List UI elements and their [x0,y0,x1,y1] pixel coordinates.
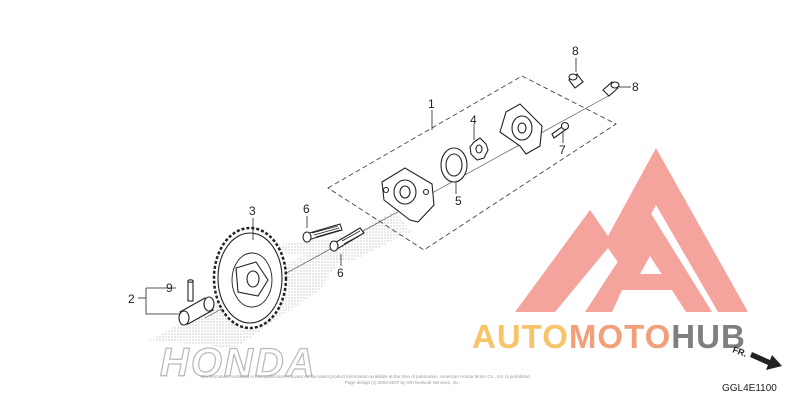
pump-cover [499,103,543,155]
callout-6-upper: 6 [303,202,310,216]
sleeve-lower [602,81,620,97]
brand-wordmark: AUTOMOTOHUB [472,318,746,355]
copyright-line-1: All information contained in this public… [200,374,530,379]
brand-moto: MOTO [569,318,671,355]
inner-rotor [469,137,489,161]
callout-1: 1 [428,97,435,111]
bolt-lower [329,227,365,252]
callout-5: 5 [455,194,462,208]
pump-body [381,167,435,223]
callout-4: 4 [470,113,477,127]
callout-labels: 1 2 3 4 5 6 6 7 8 8 9 [128,44,639,306]
collar [178,296,215,326]
brand-hub: HUB [671,318,746,355]
driven-gear [212,226,288,330]
front-direction-indicator: FR. [731,344,782,370]
callout-7: 7 [559,143,566,157]
callout-6-lower: 6 [337,266,344,280]
sleeve-upper [568,73,584,89]
callout-8-upper: 8 [572,44,579,58]
callout-9: 9 [166,281,173,295]
watermark-logo [515,148,748,312]
outer-rotor [440,147,468,183]
dowel-pin [187,279,194,302]
diagram-code: GGL4E1100 [722,383,777,394]
callout-2: 2 [128,292,135,306]
bolt-upper [302,223,343,243]
front-label: FR. [731,344,748,358]
honda-watermark: HONDA [160,341,317,385]
callout-3: 3 [249,204,256,218]
screw [551,121,570,139]
front-arrow-icon [750,352,782,370]
callout-8-lower: 8 [632,80,639,94]
brand-auto: AUTO [472,318,569,355]
assembly-box-outline [327,75,617,251]
leader-lines [138,58,631,315]
copyright-line-2: Page design (c) 2004-2007 by ARI Network… [345,380,460,385]
